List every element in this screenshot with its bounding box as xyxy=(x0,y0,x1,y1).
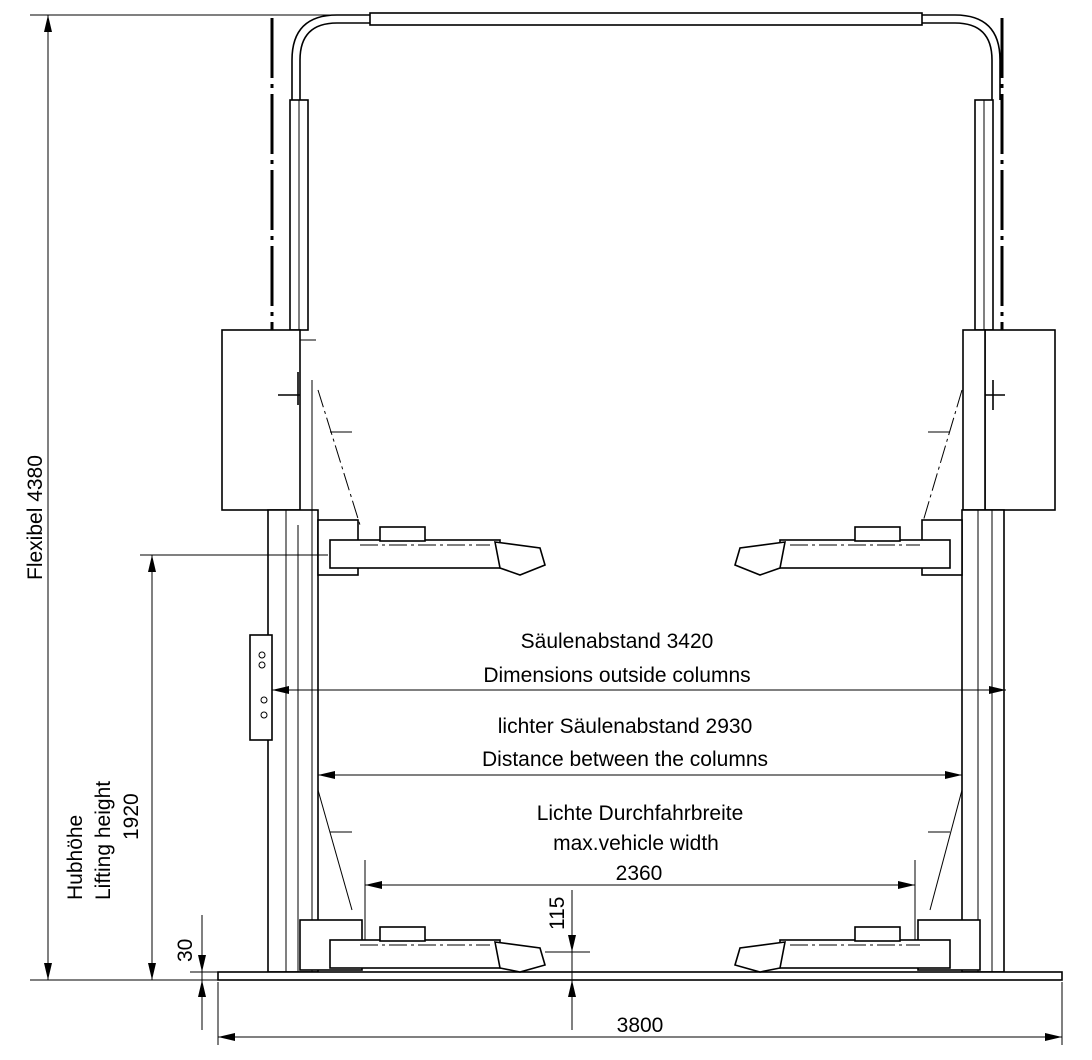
dim-outside-columns xyxy=(272,686,1006,694)
vehicle-width-de-label: Lichte Durchfahrbreite xyxy=(537,802,744,825)
vehicle-width-en-label: max.vehicle width xyxy=(553,832,719,855)
dim-overall-height xyxy=(30,14,368,981)
overhead-bar xyxy=(291,12,1001,100)
arm-height-value: 115 xyxy=(546,897,569,930)
dim-between-columns xyxy=(318,771,962,779)
dim-base-width xyxy=(217,982,1063,1045)
lower-arm-right xyxy=(734,831,981,973)
dim-vehicle-width xyxy=(364,860,916,940)
between-columns-de-label: lichter Säulenabstand 2930 xyxy=(498,715,753,738)
overall-height-label: Flexibel 4380 xyxy=(24,455,47,580)
base-width-value: 3800 xyxy=(617,1014,664,1037)
base-plate xyxy=(217,971,1063,981)
upper-arm-right xyxy=(734,431,963,576)
left-column xyxy=(221,18,361,973)
outside-columns-en-label: Dimensions outside columns xyxy=(483,664,750,687)
lower-arm-left xyxy=(299,831,546,973)
lifting-height-value: 1920 xyxy=(120,793,143,840)
dim-lifting-height xyxy=(140,554,328,980)
outside-columns-de-label: Säulenabstand 3420 xyxy=(521,630,714,653)
between-columns-en-label: Distance between the columns xyxy=(482,748,768,771)
base-height-value: 30 xyxy=(174,939,197,962)
lifting-height-en-label: Lifting height xyxy=(92,781,115,900)
lifting-height-de-label: Hubhöhe xyxy=(64,815,87,900)
vehicle-width-value: 2360 xyxy=(616,862,663,885)
right-column xyxy=(921,18,1056,973)
upper-arm-left xyxy=(317,431,546,576)
dim-arm-height xyxy=(545,890,590,1030)
dim-base-height xyxy=(190,915,220,1030)
